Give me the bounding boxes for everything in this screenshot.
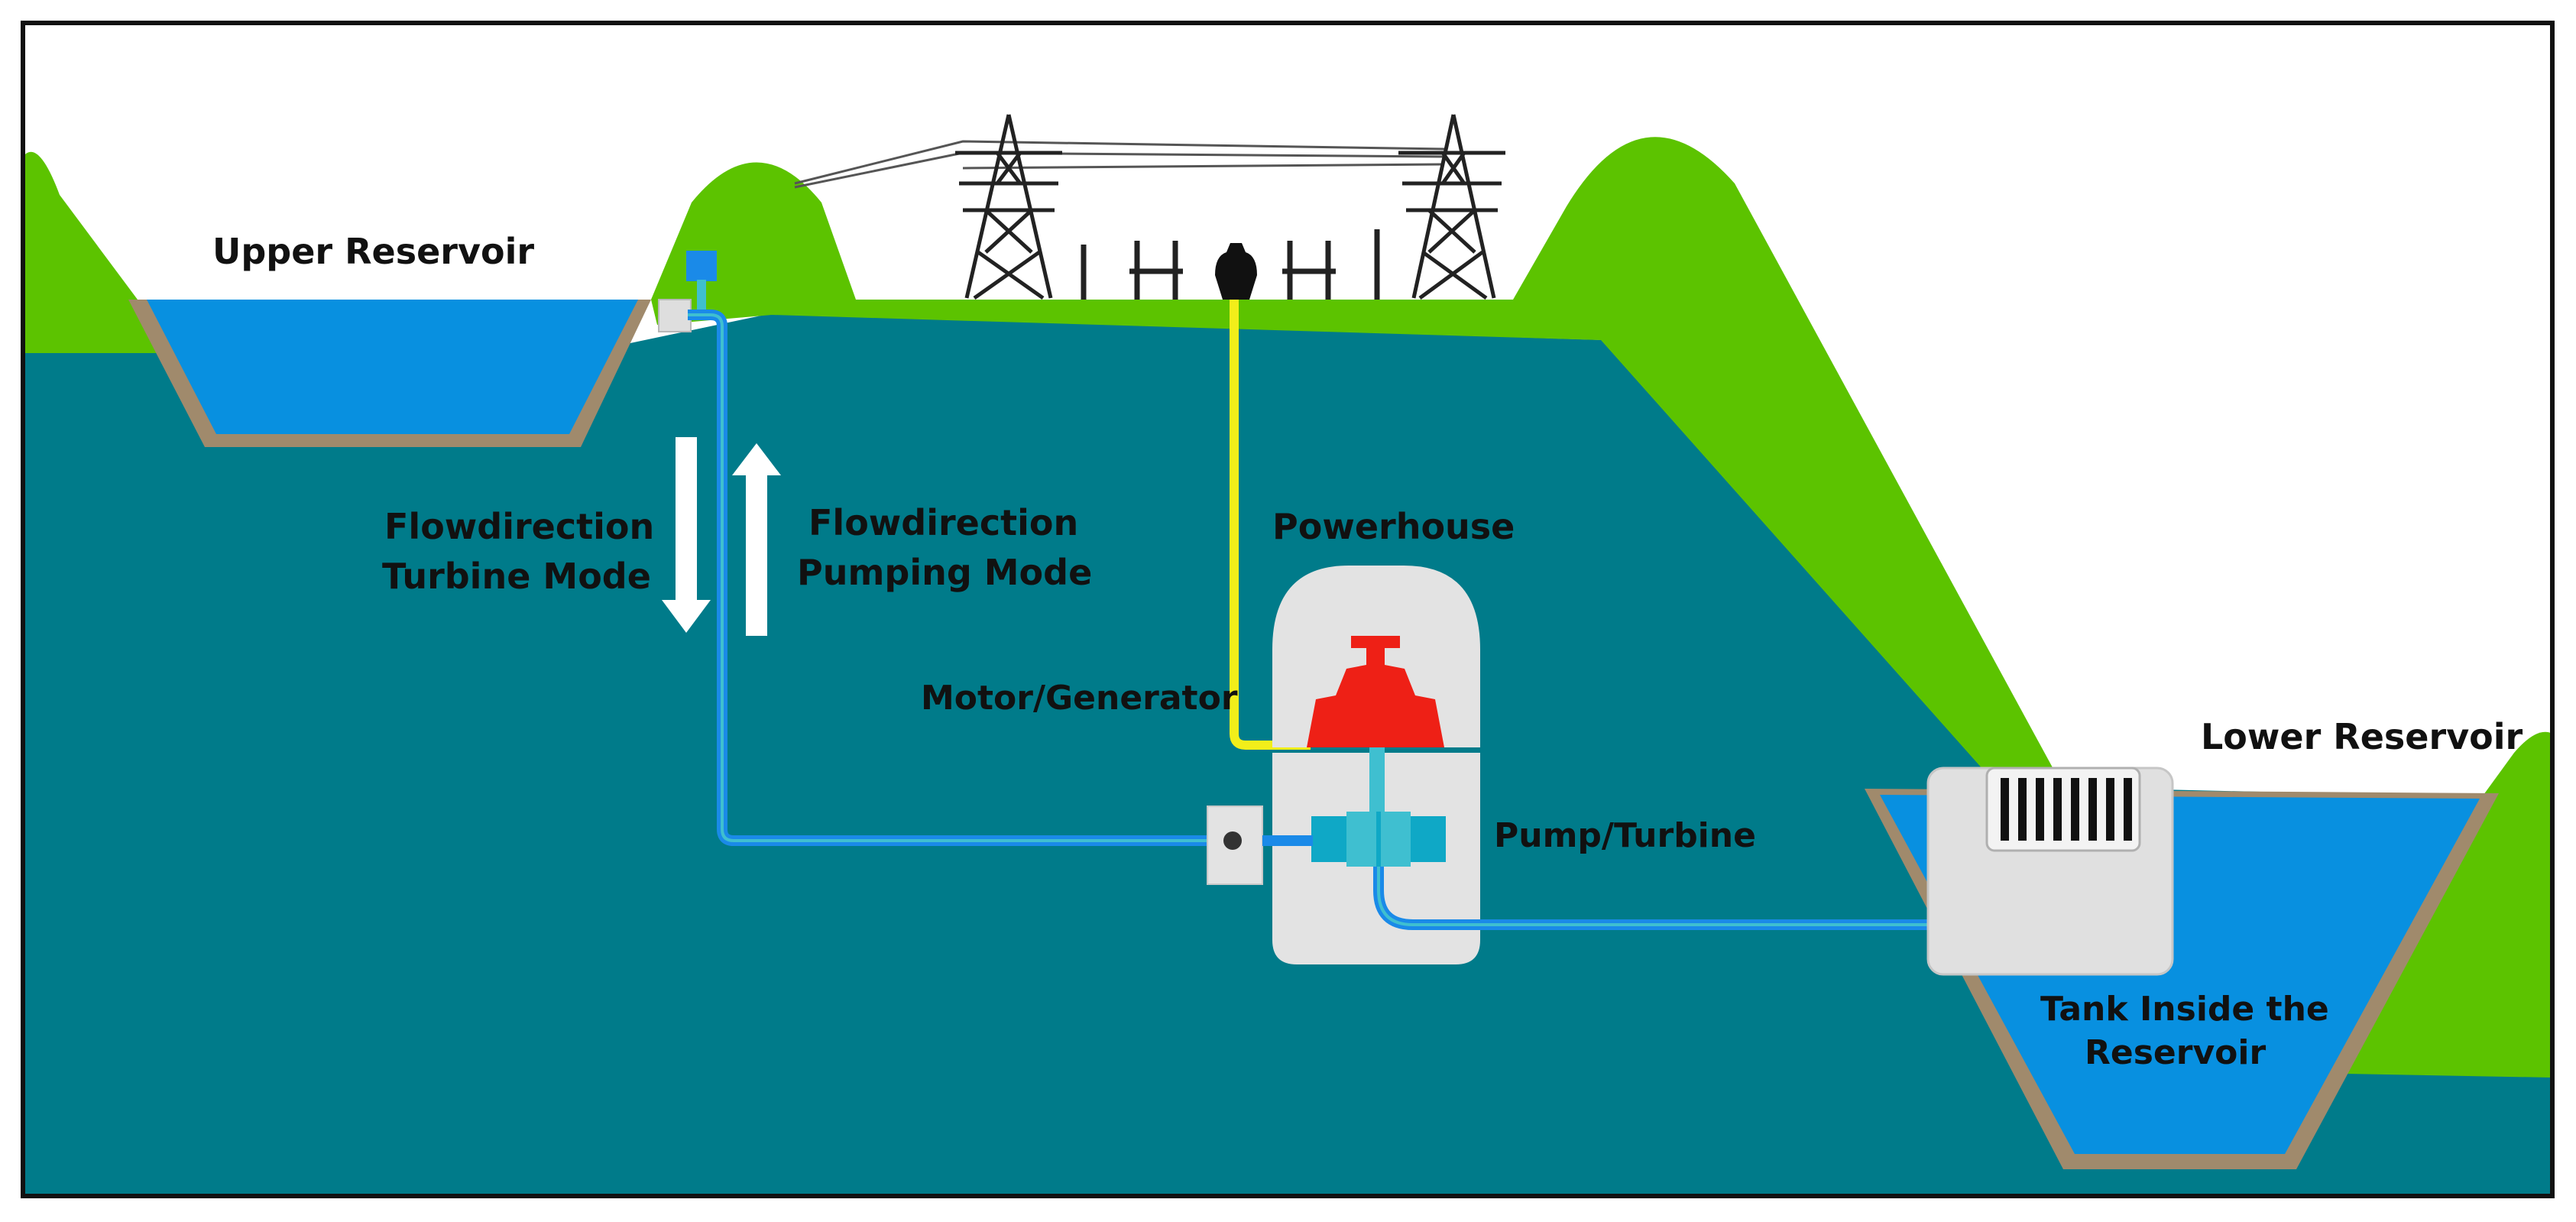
tailrace-pipe-inner [1377, 867, 1937, 926]
intake-shaft [697, 280, 706, 316]
lower-reservoir-label: Lower Reservoir [2201, 716, 2523, 757]
pylon-right-icon [1398, 114, 1505, 300]
center-hill [651, 137, 2063, 791]
diagram-frame [21, 21, 2555, 1198]
powerhouse-label: Powerhouse [1272, 506, 1515, 547]
left-grass-strip [23, 300, 160, 353]
pylon-left-icon [955, 114, 1062, 300]
tank-label-line2: Reservoir [2085, 1033, 2266, 1072]
right-hill [2346, 731, 2552, 1078]
penstock-pipe-inner [688, 313, 1223, 842]
upper-reservoir-water [147, 300, 638, 434]
transformer-icon [1215, 243, 1257, 300]
flow-turbine-label-line1: Flowdirection [384, 506, 654, 547]
turbine-shaft [1369, 747, 1385, 816]
upper-reservoir-label: Upper Reservoir [212, 231, 534, 272]
left-hill [23, 151, 138, 302]
pump-turbine-label: Pump/Turbine [1494, 816, 1756, 855]
substation-icon [1081, 229, 1380, 300]
motor-generator-icon [1307, 636, 1444, 747]
pump-inlet-pipe [1262, 835, 1313, 846]
tank-grille-icon [1985, 767, 2141, 852]
tank-grille-bars [2001, 778, 2132, 841]
flow-up-arrow-icon [732, 443, 781, 636]
motor-generator-label: Motor/Generator [921, 679, 1238, 718]
valve-icon [1223, 831, 1242, 850]
intake-valve-icon [686, 251, 717, 281]
flow-pumping-label-line1: Flowdirection [808, 502, 1078, 543]
flow-pumping-label-line2: Pumping Mode [797, 552, 1092, 593]
intake-box [658, 299, 692, 332]
flow-down-arrow-icon [662, 437, 711, 633]
tank-label-line1: Tank Inside the [2040, 990, 2329, 1029]
power-cable [1230, 300, 1311, 750]
flow-turbine-label-line2: Turbine Mode [382, 556, 651, 597]
